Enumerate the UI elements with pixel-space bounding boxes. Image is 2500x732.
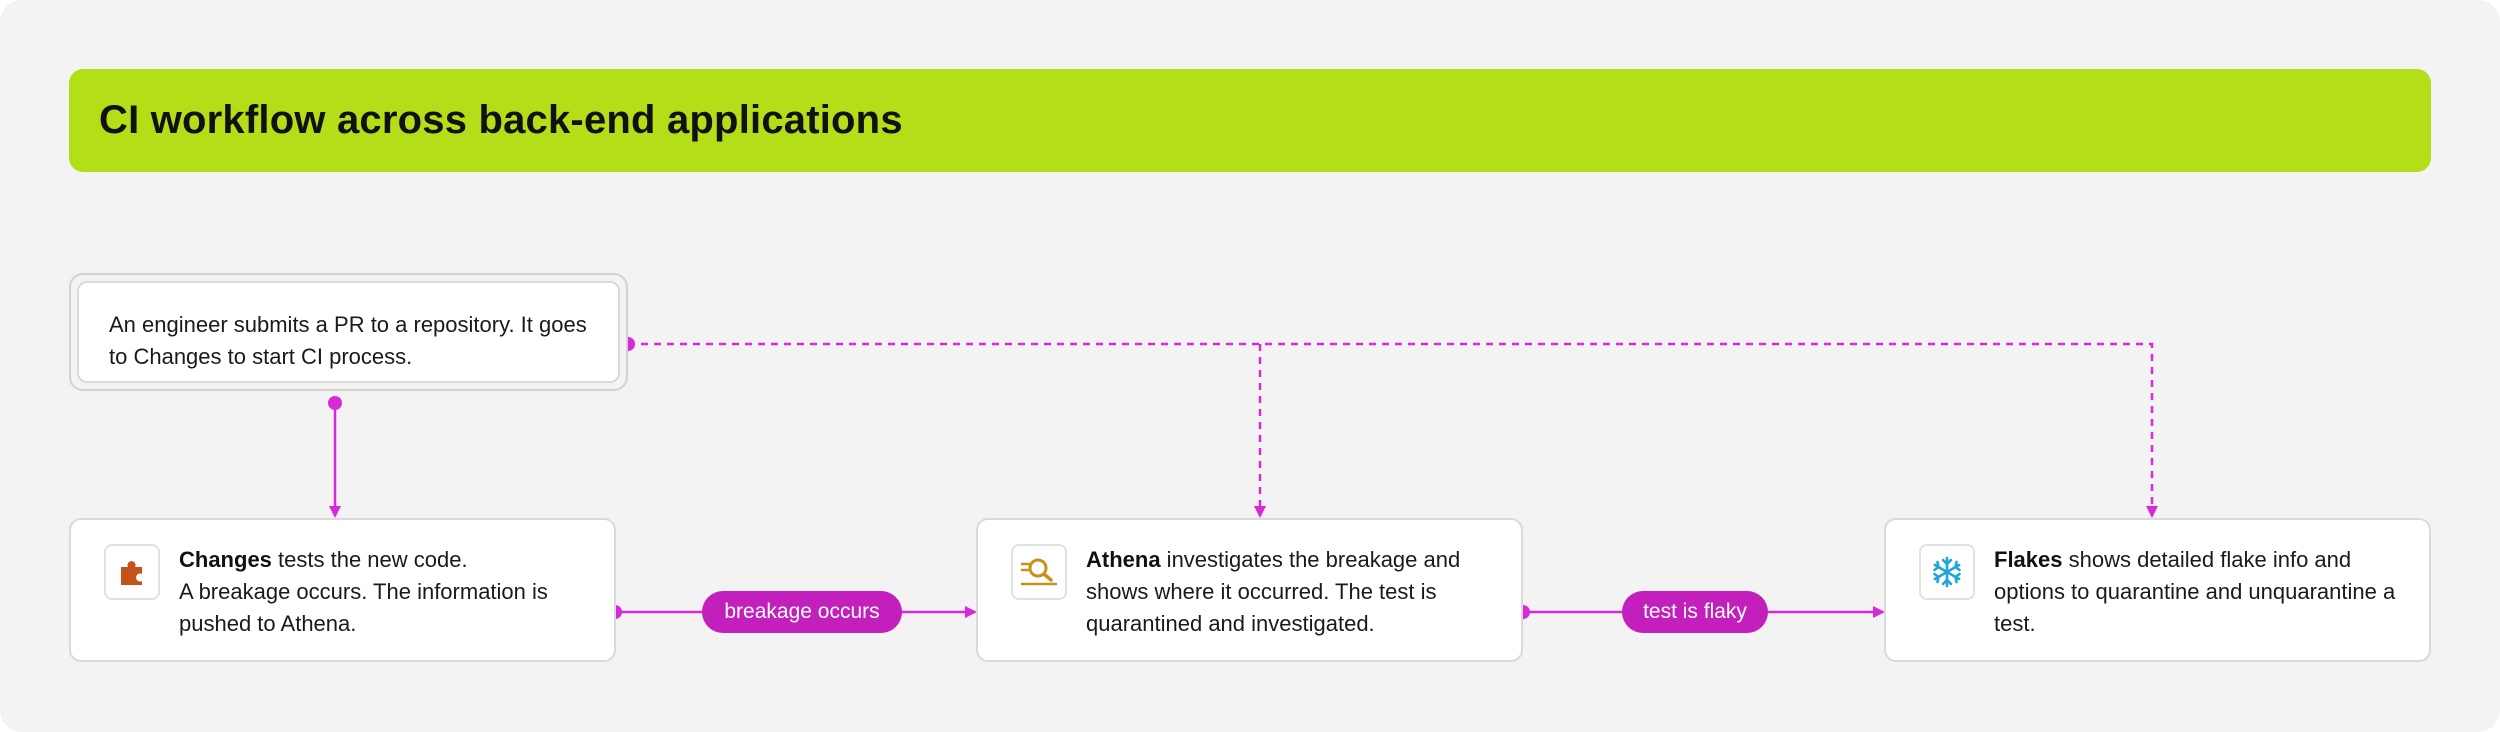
- start-node: An engineer submits a PR to a repository…: [69, 273, 628, 391]
- title-banner: CI workflow across back-end applications: [69, 69, 2431, 172]
- athena-icon-box: [1011, 544, 1067, 600]
- magnifier-icon: [1020, 558, 1058, 586]
- changes-text: tests the new code.: [271, 547, 468, 572]
- flakes-node: Flakes shows detailed flake info and opt…: [1884, 518, 2431, 662]
- edge-label-breakage-occurs: breakage occurs: [702, 591, 902, 633]
- athena-text: investigates the breakage and shows wher…: [1086, 547, 1461, 636]
- flakes-name: Flakes: [1994, 547, 2063, 572]
- snowflake-icon: [1933, 556, 1961, 588]
- start-node-text: An engineer submits a PR to a repository…: [77, 281, 620, 383]
- changes-name: Changes: [179, 547, 272, 572]
- edge-label-test-is-flaky: test is flaky: [1622, 591, 1768, 633]
- puzzle-icon: [121, 561, 142, 585]
- athena-node: Athena investigates the breakage and sho…: [976, 518, 1523, 662]
- athena-description: Athena investigates the breakage and sho…: [1086, 544, 1501, 640]
- changes-text-2: A breakage occurs. The information is pu…: [179, 579, 548, 636]
- flakes-icon-box: [1919, 544, 1975, 600]
- changes-node: Changes tests the new code. A breakage o…: [69, 518, 616, 662]
- start-to-flakes-dashed: [628, 342, 2158, 518]
- diagram-title: CI workflow across back-end applications: [99, 98, 903, 142]
- changes-icon-box: [104, 544, 160, 600]
- athena-name: Athena: [1086, 547, 1161, 572]
- flakes-text: shows detailed flake info and options to…: [1994, 547, 2396, 636]
- flakes-description: Flakes shows detailed flake info and opt…: [1994, 544, 2409, 640]
- changes-description: Changes tests the new code. A breakage o…: [179, 544, 594, 640]
